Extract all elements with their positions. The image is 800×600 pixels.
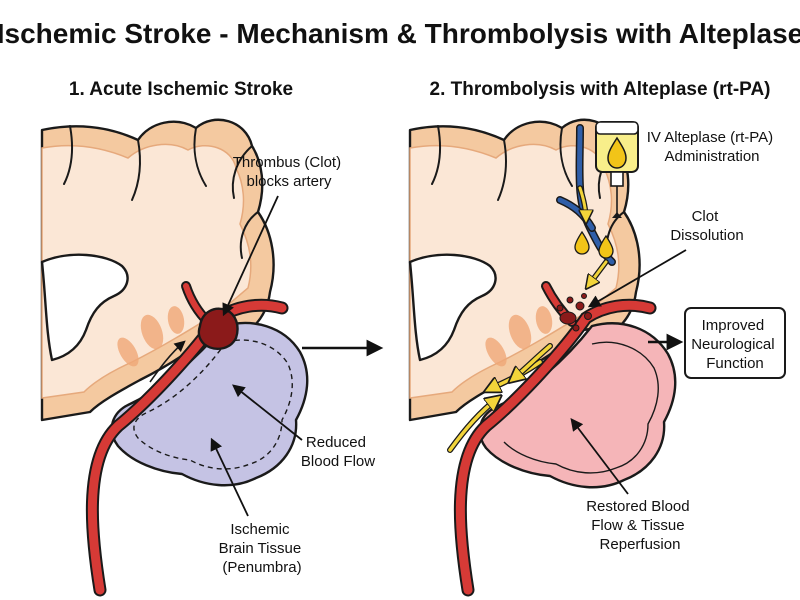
- label-iv-admin-line-2: Administration: [664, 148, 759, 165]
- panel-2-heading: 2. Thrombolysis with Alteplase (rt-PA): [430, 79, 771, 100]
- drug-drop-icon: [598, 234, 614, 259]
- panel-1-heading: 1. Acute Ischemic Stroke: [69, 79, 293, 100]
- label-restored-line-1: Restored Blood: [586, 498, 689, 515]
- drug-drop-icon: [574, 230, 590, 255]
- panel-1-ischemic-region: [110, 321, 309, 487]
- label-reduced-flow: Reduced Blood Flow: [301, 434, 375, 470]
- panel-1-ventricle: [40, 253, 129, 362]
- pointer-ischemic-tissue: [210, 437, 249, 517]
- outcome-text: Improved Neurological Function: [691, 317, 779, 372]
- label-ischemic-line-1: Ischemic: [230, 521, 290, 538]
- panel-2-clot-fragments: [556, 293, 592, 332]
- panel-2-ventricle: [408, 253, 497, 362]
- drip-drop-icon: [607, 136, 627, 169]
- outcome-line-1: Improved: [702, 317, 765, 334]
- outcome-box: [684, 307, 786, 379]
- label-clot-line-2: Dissolution: [670, 227, 743, 244]
- label-ischemic-tissue: Ischemic Brain Tissue (Penumbra): [219, 521, 306, 576]
- label-iv-admin: IV Alteplase (rt-PA) Administration: [647, 129, 778, 165]
- outcome-line-2: Neurological: [691, 336, 774, 353]
- pointer-restored-flow: [570, 417, 629, 495]
- label-thrombus: Thrombus (Clot) blocks artery: [233, 154, 346, 190]
- iv-drip: [556, 121, 639, 286]
- label-ischemic-line-2: Brain Tissue: [219, 540, 302, 557]
- pointer-reduced-flow: [232, 384, 303, 441]
- panel-1-thrombus: [197, 307, 239, 350]
- label-clot-dissolution: Clot Dissolution: [670, 208, 743, 244]
- label-iv-admin-line-1: IV Alteplase (rt-PA): [647, 129, 773, 146]
- page-title: Ischemic Stroke - Mechanism & Thrombolys…: [0, 18, 800, 49]
- label-restored-flow: Restored Blood Flow & Tissue Reperfusion: [586, 498, 694, 553]
- label-restored-line-3: Reperfusion: [600, 536, 681, 553]
- label-thrombus-line-2: blocks artery: [246, 173, 332, 190]
- label-clot-line-1: Clot: [692, 208, 720, 225]
- outcome-line-3: Function: [706, 355, 764, 372]
- pointer-clot-dissolution: [587, 249, 687, 308]
- pointer-thrombus: [222, 195, 279, 317]
- label-ischemic-line-3: (Penumbra): [222, 559, 301, 576]
- panel-1-brain: [40, 118, 309, 597]
- label-restored-line-2: Flow & Tissue: [591, 517, 684, 534]
- label-thrombus-line-1: Thrombus (Clot): [233, 154, 341, 171]
- label-reduced-flow-line-2: Blood Flow: [301, 453, 375, 470]
- label-reduced-flow-line-1: Reduced: [306, 434, 366, 451]
